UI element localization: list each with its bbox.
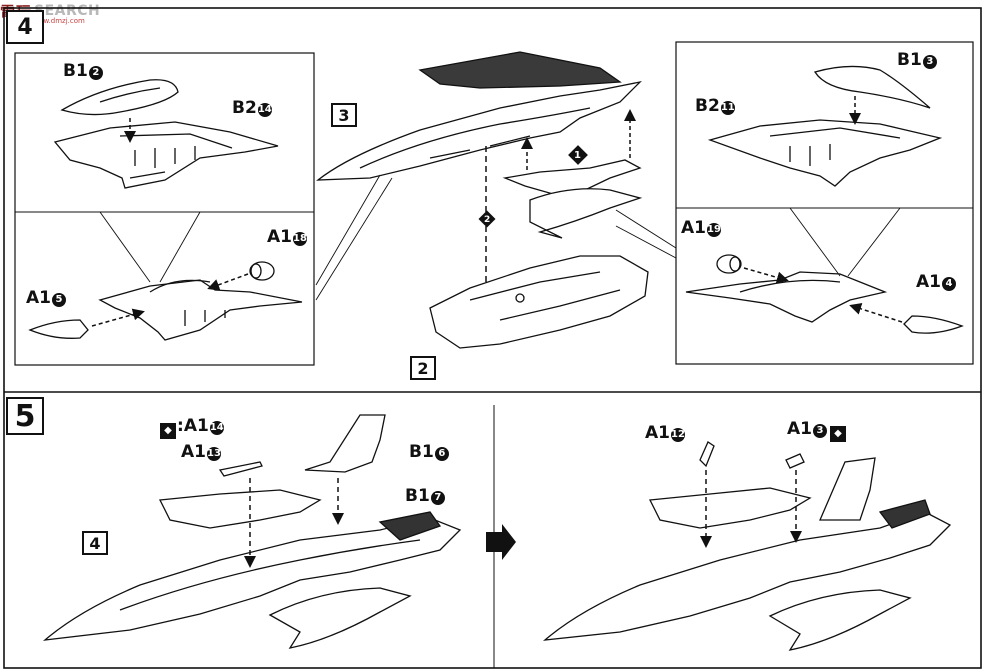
substep-2-marker — [478, 210, 496, 228]
small-part-a1-3 — [785, 453, 805, 469]
right-intake-part — [707, 119, 943, 187]
left-detail-box — [14, 52, 315, 366]
sheet-frame — [3, 7, 982, 669]
next-arrow-icon — [486, 524, 516, 560]
label-code: A1 — [787, 419, 812, 439]
right-detail-box — [675, 41, 974, 365]
label-a1-19: A119 — [681, 219, 721, 237]
callout-2: 2 — [410, 356, 436, 380]
label-b2-11: B211 — [695, 97, 735, 115]
label-code: B1 — [897, 50, 922, 70]
small-part-a1-12 — [699, 441, 715, 468]
label-num: 3 — [922, 55, 937, 69]
step-5-number: 5 — [14, 398, 36, 434]
watermark-en: SEARCH — [34, 3, 101, 19]
substep-2-number: 2 — [484, 215, 491, 225]
small-part-a1-13 — [218, 461, 263, 477]
label-num: 18 — [293, 232, 307, 246]
step-5-box: 5 — [6, 397, 44, 435]
aircraft-assembly-4 — [42, 489, 462, 649]
swap-direction-icon: ◆ — [160, 423, 176, 439]
label-prefix: : — [177, 416, 184, 436]
label-code: A1 — [181, 442, 206, 462]
label-code: B1 — [405, 486, 430, 506]
label-code: B1 — [409, 442, 434, 462]
label-code: B2 — [695, 96, 720, 116]
label-code: A1 — [26, 288, 51, 308]
label-num: 12 — [671, 428, 685, 442]
label-num: 14 — [209, 421, 224, 435]
tail-fin-b1-6 — [304, 414, 386, 473]
lower-body-assembly-2 — [429, 255, 649, 349]
label-num: 6 — [434, 447, 449, 461]
left-nose-cone — [28, 319, 89, 339]
fuselage-assembly-3 — [316, 51, 642, 181]
label-code: A1 — [681, 218, 706, 238]
label-num: 7 — [430, 491, 445, 505]
label-a1-13: A113 — [181, 443, 221, 461]
label-code: A1 — [645, 423, 670, 443]
right-nose-cone — [903, 315, 964, 334]
label-code: B1 — [63, 61, 88, 81]
label-a1-14-alt: ◆:A114 — [160, 417, 224, 439]
label-code: A1 — [916, 272, 941, 292]
label-code: A1 — [267, 227, 292, 247]
callout-3-text: 3 — [338, 105, 350, 125]
label-num: 2 — [88, 66, 103, 80]
label-num: 3 — [813, 424, 827, 438]
step-4-number: 4 — [17, 14, 33, 40]
aircraft-final — [542, 457, 952, 651]
right-exhaust-nozzle — [716, 254, 742, 274]
label-code: A1 — [183, 416, 209, 436]
watermark-url: www.dmzj.com — [32, 17, 85, 25]
left-exhaust-nozzle — [249, 261, 275, 281]
callout-3: 3 — [331, 103, 357, 127]
label-code: B2 — [232, 98, 257, 118]
substep-1-number: 1 — [574, 150, 581, 161]
label-a1-12: A112 — [645, 424, 685, 442]
label-num: 14 — [257, 103, 272, 117]
step-4-box: 4 — [6, 10, 44, 44]
label-a1-18: A118 — [267, 228, 307, 246]
left-intake-part — [53, 121, 279, 189]
left-canopy-part — [60, 79, 179, 116]
callout-4-text: 4 — [89, 533, 101, 553]
callout-2-text: 2 — [417, 358, 429, 378]
label-num: 11 — [720, 101, 735, 115]
wing-part-1 — [502, 159, 643, 239]
callout-4: 4 — [82, 531, 108, 555]
label-b2-14: B214 — [232, 99, 272, 117]
label-num: 4 — [942, 277, 956, 291]
label-num: 5 — [52, 293, 66, 307]
label-num: 19 — [707, 223, 721, 237]
left-assembled-part — [98, 279, 303, 341]
right-canopy-part — [813, 65, 931, 109]
label-num: 13 — [207, 447, 221, 461]
flip-arrows-icon: ◆ — [830, 426, 846, 442]
